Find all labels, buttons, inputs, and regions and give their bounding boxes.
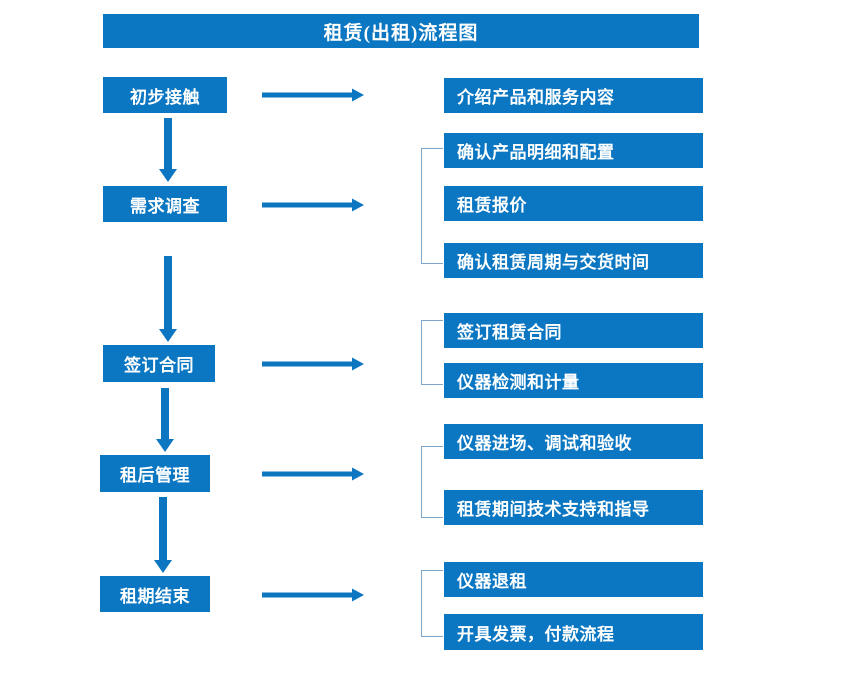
arrow-right-icon	[262, 198, 364, 212]
detail-box[interactable]: 租赁期间技术支持和指导	[444, 490, 703, 525]
detail-box[interactable]: 确认租赁周期与交货时间	[444, 243, 703, 278]
arrow-down-icon	[159, 256, 177, 342]
group-bracket	[421, 148, 443, 264]
stage-box[interactable]: 需求调查	[103, 186, 227, 222]
detail-box[interactable]: 仪器退租	[444, 562, 703, 597]
arrow-down-icon	[154, 497, 172, 573]
detail-box[interactable]: 仪器进场、调试和验收	[444, 424, 703, 459]
arrow-right-icon	[262, 467, 364, 481]
detail-box[interactable]: 确认产品明细和配置	[444, 133, 703, 168]
detail-box[interactable]: 介绍产品和服务内容	[444, 78, 703, 113]
detail-box[interactable]: 开具发票，付款流程	[444, 614, 703, 650]
group-bracket	[421, 446, 443, 518]
arrow-right-icon	[262, 588, 364, 602]
stage-box[interactable]: 初步接触	[103, 77, 227, 113]
stage-box[interactable]: 签订合同	[103, 345, 215, 382]
detail-box[interactable]: 仪器检测和计量	[444, 363, 703, 398]
arrow-right-icon	[262, 88, 364, 102]
stage-box[interactable]: 租期结束	[100, 576, 210, 612]
chart-title-bar: 租赁(出租)流程图	[103, 14, 699, 48]
group-bracket	[421, 320, 443, 385]
detail-box[interactable]: 签订租赁合同	[444, 313, 703, 348]
arrow-down-icon	[159, 118, 177, 182]
arrow-right-icon	[262, 357, 364, 371]
stage-box[interactable]: 租后管理	[100, 455, 210, 492]
detail-box[interactable]: 租赁报价	[444, 186, 703, 221]
group-bracket	[421, 570, 443, 637]
arrow-down-icon	[156, 388, 174, 452]
